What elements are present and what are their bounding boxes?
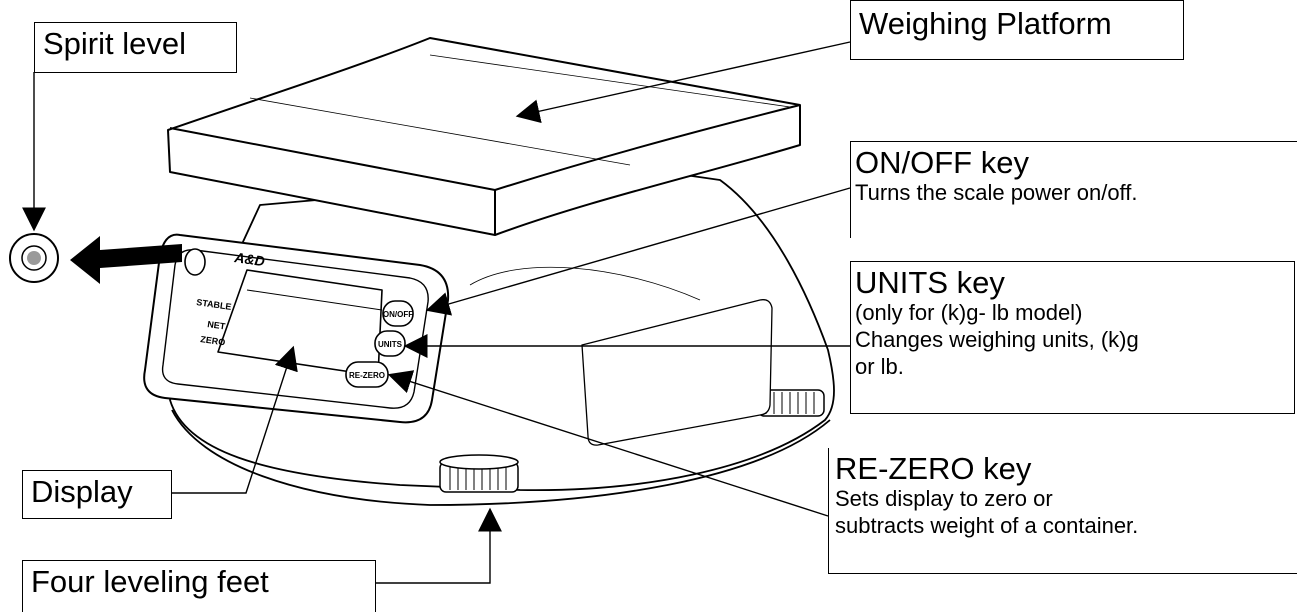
platform-shape xyxy=(167,37,801,236)
key-on-off[interactable]: ON/OFF xyxy=(382,300,414,327)
leader-on-off-key xyxy=(425,187,851,316)
units-key-description-line2: or lb. xyxy=(855,353,904,379)
on-off-key-callout: ON/OFF key Turns the scale power on/off. xyxy=(850,141,1297,238)
on-off-key-description: Turns the scale power on/off. xyxy=(855,180,1138,206)
leader-display xyxy=(172,345,298,494)
re-zero-key-description-line2: subtracts weight of a container. xyxy=(835,512,1139,538)
spirit-level-label: Spirit level xyxy=(43,26,186,61)
key-units-label: UNITS xyxy=(378,340,403,349)
spirit-level-pointer-arrow xyxy=(70,236,182,284)
indicator-stable: STABLE xyxy=(196,297,232,312)
units-key-callout: UNITS key (only for (k)g- lb model) Chan… xyxy=(850,261,1295,414)
display-callout: Display xyxy=(22,470,172,519)
spirit-level-icon xyxy=(9,233,59,283)
re-zero-key-callout: RE-ZERO key Sets display to zero or subt… xyxy=(828,448,1297,574)
front-panel xyxy=(143,233,450,424)
re-zero-key-label: RE-ZERO key xyxy=(835,451,1032,486)
leveling-feet-label: Four leveling feet xyxy=(31,564,269,599)
re-zero-key-description-line1: Sets display to zero or xyxy=(835,486,1053,512)
units-key-model-note: (only for (k)g- lb model) xyxy=(855,300,1083,326)
key-re-zero-label: RE-ZERO xyxy=(349,371,385,380)
base-side-window xyxy=(581,299,773,446)
leveling-foot-front xyxy=(439,454,519,493)
leader-re-zero-key xyxy=(387,370,829,517)
units-key-description-line1: Changes weighing units, (k)g xyxy=(855,326,1139,352)
weighing-platform-callout: Weighing Platform xyxy=(850,0,1184,60)
indicator-net: NET xyxy=(207,319,227,331)
units-key-label: UNITS key xyxy=(855,265,1005,300)
leveling-feet-callout: Four leveling feet xyxy=(22,560,376,612)
leveling-foot-right xyxy=(757,389,825,417)
scale-brand-logo: A&D xyxy=(233,249,266,269)
on-off-key-label: ON/OFF key xyxy=(855,145,1029,180)
leader-weighing-platform xyxy=(515,41,851,124)
spirit-level-callout: Spirit level xyxy=(34,22,237,73)
indicator-zero: ZERO xyxy=(200,334,226,347)
key-units[interactable]: UNITS xyxy=(374,330,406,357)
key-on-off-label: ON/OFF xyxy=(383,310,413,319)
leader-leveling-feet xyxy=(375,507,502,584)
leader-lines xyxy=(22,41,851,584)
weighing-platform-label: Weighing Platform xyxy=(859,6,1112,41)
display-label: Display xyxy=(31,474,133,509)
key-re-zero[interactable]: RE-ZERO xyxy=(345,361,389,388)
